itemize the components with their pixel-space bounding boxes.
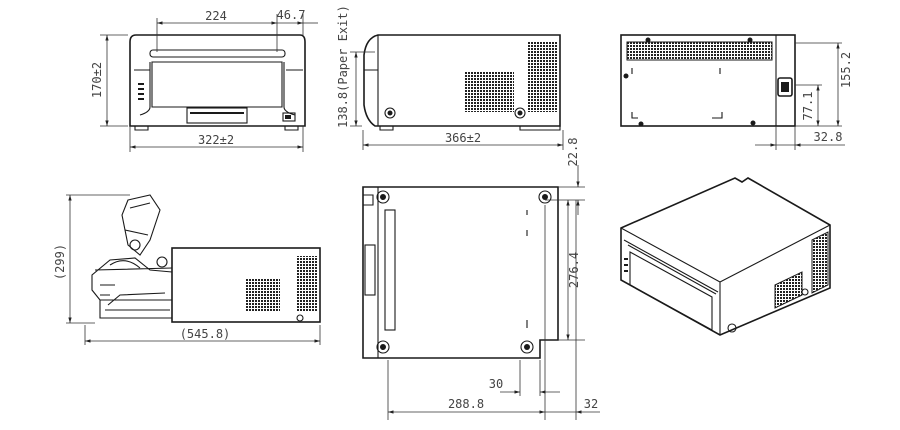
side-view: 138.8(Paper Exit) 366±2 bbox=[336, 5, 564, 150]
front-view: 224 46.7 170±2 322±2 bbox=[90, 8, 318, 152]
vent-grille bbox=[465, 72, 514, 112]
power-switch bbox=[282, 112, 296, 122]
dim-paper-exit: 138.8(Paper Exit) bbox=[336, 5, 350, 128]
dim-side-offset: 32 bbox=[584, 397, 598, 411]
dim-socket-height: 77.1 bbox=[801, 92, 815, 121]
top-view: 22.8 276.4 30 288.8 32 bbox=[362, 138, 600, 420]
rear-view: 155.2 77.1 32.8 bbox=[620, 34, 853, 150]
indicator-leds bbox=[138, 83, 144, 100]
dim-top-depth: 276.4 bbox=[567, 252, 581, 288]
dim-front-offset: 22.8 bbox=[566, 138, 580, 167]
power-socket bbox=[777, 77, 793, 97]
dim-notch: 30 bbox=[489, 377, 503, 391]
isometric-view bbox=[620, 177, 831, 336]
dim-open-length: (545.8) bbox=[180, 327, 231, 341]
dim-socket-offset: 32.8 bbox=[814, 130, 843, 144]
open-tray-view: (299) (545.8) bbox=[53, 194, 321, 345]
dim-side-depth: 366±2 bbox=[445, 131, 481, 145]
dim-front-width: 322±2 bbox=[198, 133, 234, 147]
dim-front-height: 170±2 bbox=[90, 62, 104, 98]
vent-grille bbox=[527, 42, 557, 112]
dim-open-height: (299) bbox=[53, 244, 67, 280]
dim-top-width: 288.8 bbox=[448, 397, 484, 411]
dim-slot-offset: 46.7 bbox=[277, 8, 306, 22]
dim-rear-height: 155.2 bbox=[839, 52, 853, 88]
rear-vent bbox=[626, 41, 773, 61]
dim-slot-width: 224 bbox=[205, 9, 227, 23]
